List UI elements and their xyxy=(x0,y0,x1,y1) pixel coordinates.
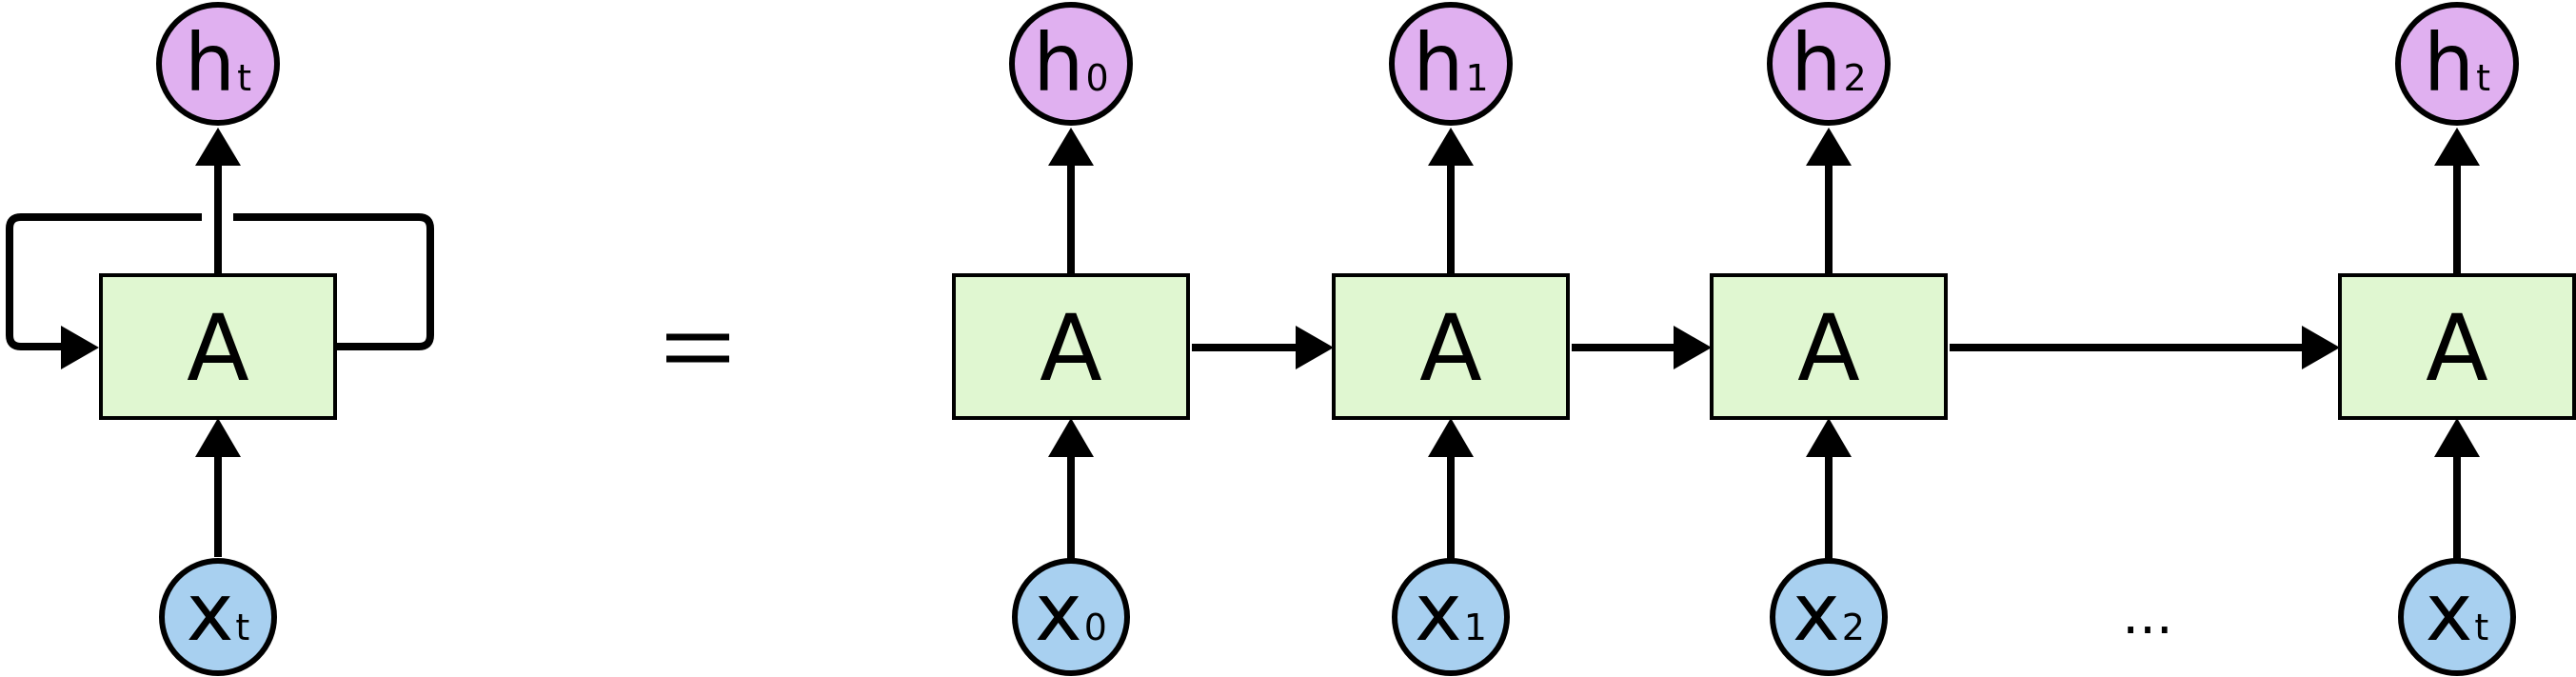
folded-input-arrowhead xyxy=(195,418,241,457)
folded-input-label: xt xyxy=(187,566,250,659)
output-node-2: h2 xyxy=(1767,2,1891,126)
output-base-2: h xyxy=(1791,16,1841,110)
input-label-3: xt xyxy=(2426,566,2489,659)
input-circle-2 xyxy=(1770,558,1888,676)
input-label-2: x2 xyxy=(1793,566,1865,659)
folded-input-subscript: t xyxy=(235,607,249,648)
cell-label-1: A xyxy=(1419,295,1482,402)
output-base-1: h xyxy=(1413,16,1463,110)
cell-label-3: A xyxy=(2426,295,2488,402)
input-subscript-1: 1 xyxy=(1464,607,1487,648)
hidden-state-arrowhead-2 xyxy=(2302,326,2340,369)
output-arrowhead-2 xyxy=(1806,128,1852,166)
cell-box-2 xyxy=(1710,273,1948,420)
input-subscript-2: 2 xyxy=(1842,607,1865,648)
folded-input-node: xt xyxy=(159,558,277,676)
folded-output-node: ht xyxy=(156,2,280,126)
folded-output-label: ht xyxy=(185,16,251,110)
output-node-3: ht xyxy=(2395,2,2519,126)
output-circle-3 xyxy=(2395,2,2519,126)
input-subscript-0: 0 xyxy=(1084,607,1107,648)
output-circle-0 xyxy=(1009,2,1133,126)
folded-input-base: x xyxy=(187,566,234,659)
recurrent-loop-left xyxy=(6,213,202,350)
output-label-3: ht xyxy=(2424,16,2490,110)
input-node-2: x2 xyxy=(1770,558,1888,676)
input-base-0: x xyxy=(1035,566,1082,659)
output-subscript-0: 0 xyxy=(1086,57,1109,99)
output-label-1: h1 xyxy=(1413,16,1488,110)
input-arrowhead-1 xyxy=(1428,418,1474,457)
input-label-0: x0 xyxy=(1035,566,1107,659)
input-base-2: x xyxy=(1793,566,1840,659)
cell-box-1 xyxy=(1332,273,1570,420)
output-subscript-2: 2 xyxy=(1844,57,1867,99)
folded-cell-label: A xyxy=(187,295,249,402)
input-circle-1 xyxy=(1392,558,1510,676)
folded-input-circle xyxy=(159,558,277,676)
folded-rnn: A ht xt xyxy=(6,2,434,676)
folded-output-circle xyxy=(156,2,280,126)
output-node-1: h1 xyxy=(1389,2,1513,126)
hidden-state-arrowhead-1 xyxy=(1674,326,1712,369)
cell-box-0 xyxy=(952,273,1190,420)
output-node-0: h0 xyxy=(1009,2,1133,126)
output-base-0: h xyxy=(1033,16,1083,110)
input-circle-0 xyxy=(1012,558,1130,676)
input-node-0: x0 xyxy=(1012,558,1130,676)
input-circle-3 xyxy=(2398,558,2516,676)
output-arrowhead-1 xyxy=(1428,128,1474,166)
input-label-1: x1 xyxy=(1415,566,1487,659)
input-subscript-3: t xyxy=(2474,607,2488,648)
ellipsis: ... xyxy=(2122,585,2172,647)
input-base-1: x xyxy=(1415,566,1462,659)
output-circle-1 xyxy=(1389,2,1513,126)
folded-output-subscript: t xyxy=(237,57,251,99)
input-arrowhead-0 xyxy=(1048,418,1094,457)
output-arrowhead-0 xyxy=(1048,128,1094,166)
input-node-1: x1 xyxy=(1392,558,1510,676)
output-arrowhead-3 xyxy=(2434,128,2480,166)
output-circle-2 xyxy=(1767,2,1891,126)
cell-label-0: A xyxy=(1040,295,1102,402)
output-base-3: h xyxy=(2424,16,2474,110)
output-label-2: h2 xyxy=(1791,16,1866,110)
output-subscript-3: t xyxy=(2476,57,2490,99)
recurrent-loop-arrowhead xyxy=(61,326,99,369)
folded-cell-box xyxy=(99,273,337,420)
output-label-0: h0 xyxy=(1033,16,1108,110)
input-base-3: x xyxy=(2426,566,2473,659)
equals-sign xyxy=(666,333,729,363)
folded-output-arrowhead xyxy=(195,128,241,166)
output-subscript-1: 1 xyxy=(1466,57,1489,99)
input-arrowhead-3 xyxy=(2434,418,2480,457)
recurrent-loop-right xyxy=(233,213,434,350)
input-arrowhead-2 xyxy=(1806,418,1852,457)
cell-label-2: A xyxy=(1797,295,1860,402)
hidden-state-arrowhead-0 xyxy=(1296,326,1334,369)
folded-output-base: h xyxy=(185,16,235,110)
input-node-3: xt xyxy=(2398,558,2516,676)
